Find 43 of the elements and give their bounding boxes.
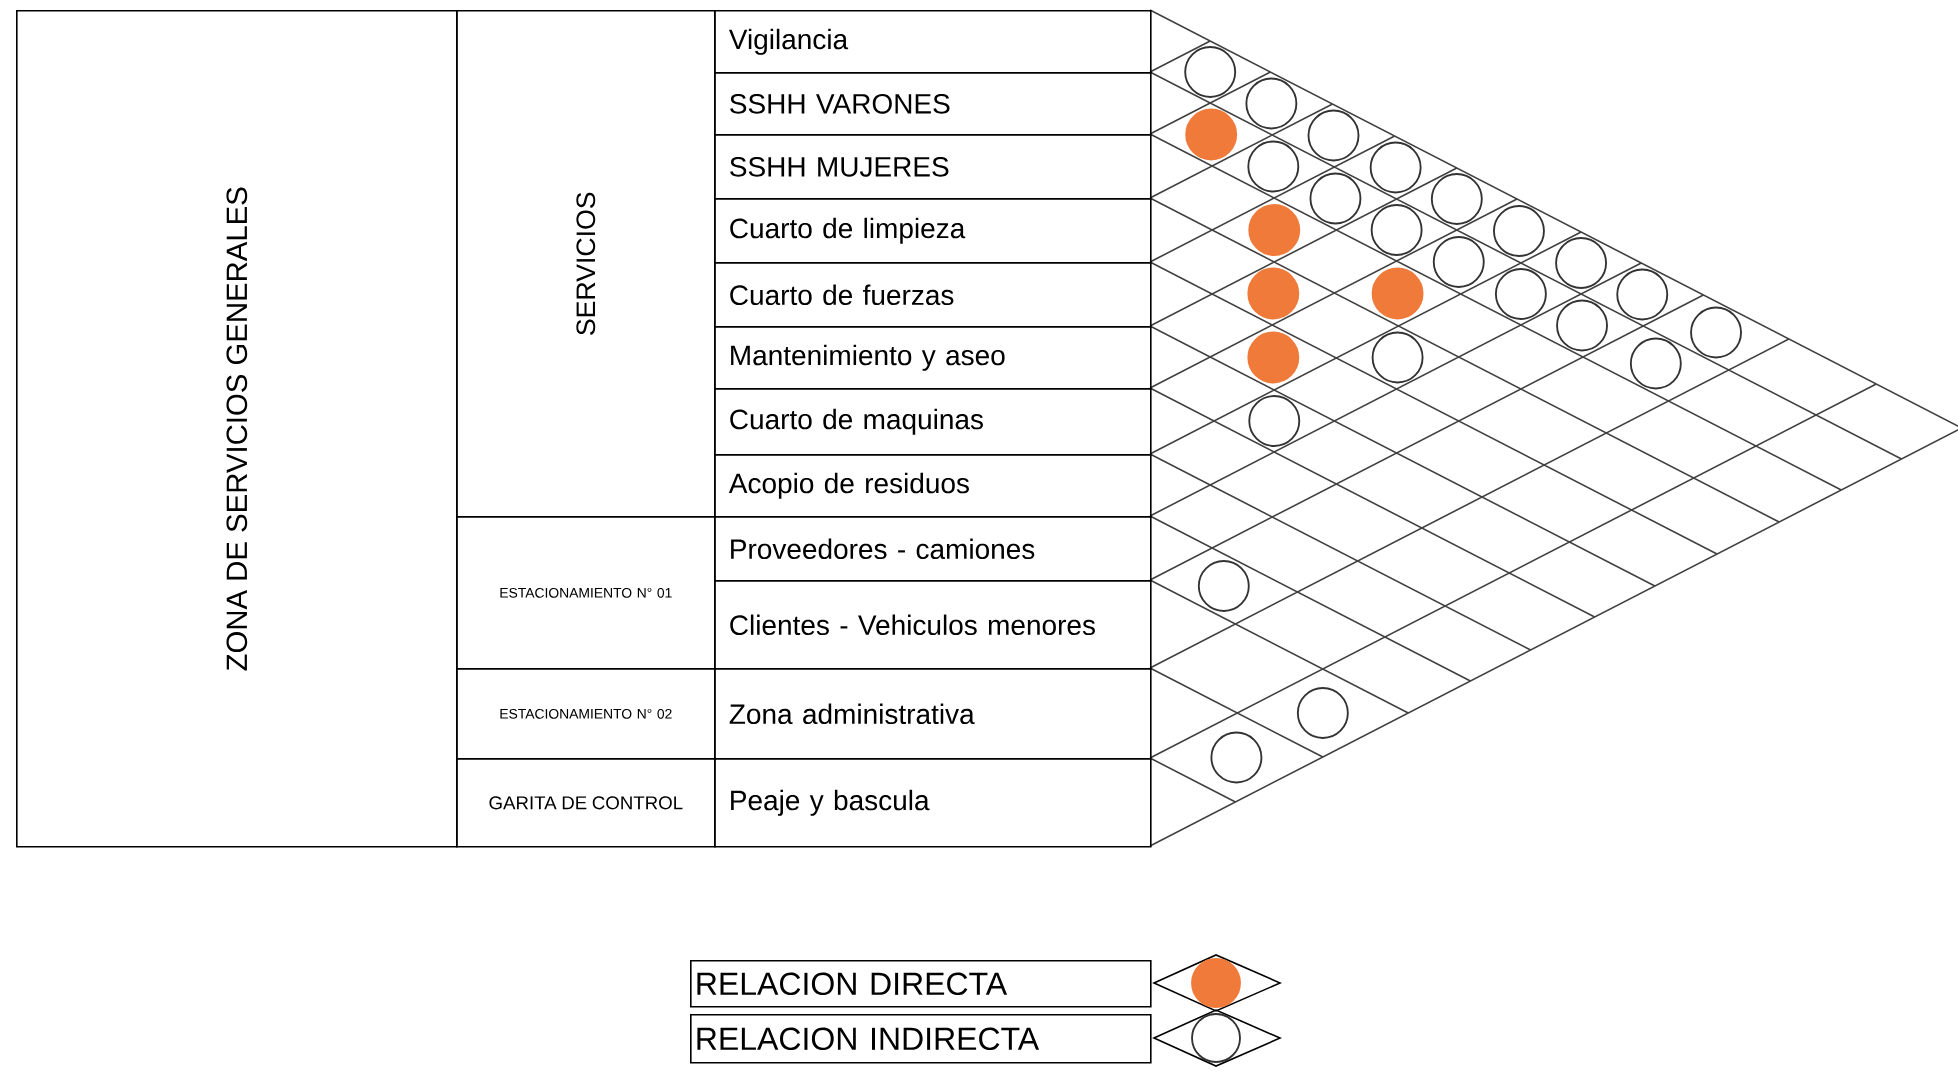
zone-cell: ZONA DE SERVICIOS GENERALES [16,10,458,848]
group-cell: GARITA DE CONTROL [456,758,716,848]
relation-circle [1556,299,1608,352]
space-cell: Cuarto de maquinas [714,388,1152,456]
relation-circle [1248,395,1301,447]
space-cell: Acopio de residuos [714,454,1152,518]
relation-circle [1493,205,1545,257]
space-cell: Peaje y bascula [714,758,1152,848]
relation-circle [1494,268,1547,320]
relation-circle [1690,306,1742,359]
legend-label: RELACION INDIRECTA [690,1014,1152,1064]
space-cell: SSHH MUJERES [714,134,1152,200]
relation-circle [1432,236,1485,288]
relation-circle [1248,204,1301,256]
relation-circle [1296,687,1349,739]
relation-circle [1309,172,1362,225]
relation-circle [1555,237,1607,289]
relation-circle [1197,560,1250,612]
space-cell: SSHH VARONES [714,72,1152,136]
space-cell: Mantenimiento y aseo [714,326,1152,390]
relation-circle [1210,731,1263,784]
relation-circle [1307,109,1360,162]
relation-circle [1371,331,1424,384]
legend-label: RELACION DIRECTA [690,960,1152,1008]
relation-circle [1629,337,1682,390]
relation-circle [1245,77,1298,130]
relation-circle [1616,268,1669,321]
space-cell: Vigilancia [714,10,1152,74]
relation-circle [1369,141,1422,194]
relation-circle [1370,204,1423,256]
space-cell: Clientes - Vehiculos menores [714,580,1152,670]
relation-circle [1184,46,1237,98]
relation-circle [1185,108,1238,161]
space-cell: Proveedores - camiones [714,516,1152,582]
relation-circle [1371,267,1424,320]
relation-circle [1247,267,1300,320]
space-cell: Cuarto de limpieza [714,198,1152,264]
space-cell: Zona administrativa [714,668,1152,760]
group-cell: SERVICIOS [456,10,716,518]
relation-circle [1430,173,1483,225]
relation-circle [1247,331,1300,384]
relation-circle [1247,140,1300,193]
space-cell: Cuarto de fuerzas [714,262,1152,328]
